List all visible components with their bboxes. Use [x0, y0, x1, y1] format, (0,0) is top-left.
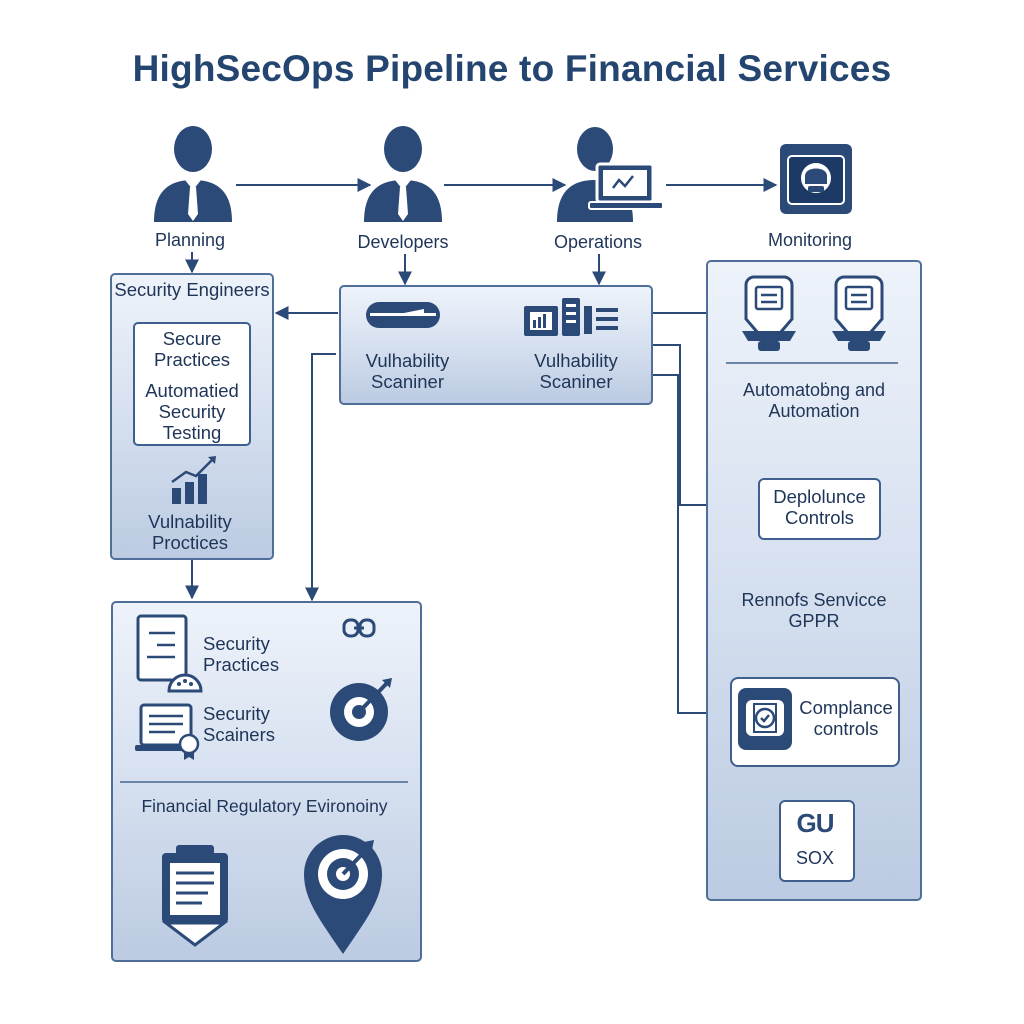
- document-pencil-icon: [161, 845, 229, 947]
- growth-chart-icon: [171, 456, 216, 504]
- sox-label: SOX: [795, 848, 834, 868]
- renewals-gdpr-label: Rennofs Senvicce GPPR: [741, 590, 887, 631]
- security-engineers-heading: Security Engineers: [114, 279, 270, 300]
- monitoring-panel: [706, 260, 922, 901]
- role-developers-label: Developers: [357, 232, 449, 252]
- compliance-check-icon: [738, 688, 792, 750]
- developer-person-icon: [364, 126, 442, 222]
- right-panel-divider: [726, 362, 898, 364]
- page-title: HighSecOps Pipeline to Financial Service…: [132, 48, 892, 89]
- panel-divider: [120, 781, 408, 783]
- target-icon: [330, 678, 392, 741]
- scanner-left-label: Vulhability Scaniner: [365, 350, 450, 392]
- vulnerability-practices-label: Vulnability Proctices: [148, 511, 232, 553]
- operations-person-laptop-icon: [557, 127, 664, 222]
- security-practices-label: Security Practices: [203, 633, 280, 675]
- role-monitoring-label: Monitoring: [767, 230, 853, 250]
- server-right-icon: [832, 275, 886, 351]
- financial-environment-label: Financial Regulatory Evironoiny: [141, 796, 388, 816]
- role-planning-label: Planning: [154, 230, 226, 250]
- sox-box: [779, 800, 855, 882]
- role-operations-label: Operations: [553, 232, 643, 252]
- security-document-icon: [136, 614, 203, 693]
- automation-label: Automatoḃng and Automation: [742, 380, 886, 421]
- security-scanners-label: Security Scainers: [203, 703, 275, 745]
- automated-testing-label: Automatied Security Testing: [145, 380, 239, 443]
- compliance-controls-label: Complance controls: [799, 697, 893, 739]
- scanner-right-label: Vulhability Scaniner: [534, 350, 618, 392]
- certificate-laptop-icon: [135, 703, 200, 760]
- scanner-dashboard-icon: [524, 298, 618, 336]
- secure-practices-label: Secure Practices: [153, 328, 231, 370]
- planning-person-icon: [154, 126, 232, 222]
- secure-practices-box: [133, 322, 251, 446]
- deployment-controls-label: Deplolunce Controls: [773, 486, 866, 528]
- link-chain-icon: [342, 618, 376, 638]
- sox-logo: GU: [796, 808, 835, 838]
- monitoring-camera-icon: [780, 144, 852, 214]
- server-left-icon: [742, 275, 796, 351]
- scanner-device-icon: [366, 302, 440, 328]
- location-target-pin-icon: [304, 835, 382, 954]
- deployment-controls-box: [758, 478, 881, 540]
